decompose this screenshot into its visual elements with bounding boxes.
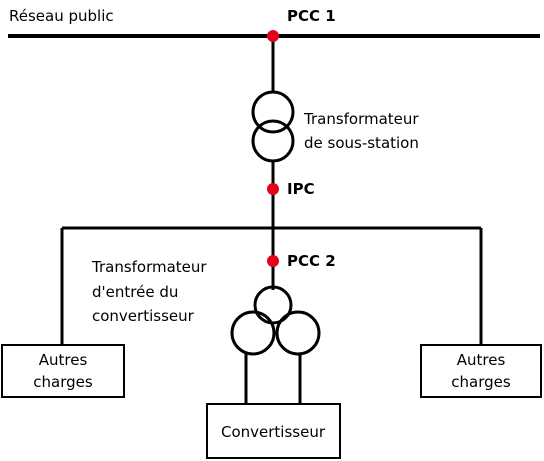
converter-label: Convertisseur (221, 423, 326, 441)
left-other-loads-label-line2: charges (33, 373, 93, 391)
pcc1-point (267, 30, 279, 42)
pcc1-label: PCC 1 (287, 7, 336, 25)
ipc-point (267, 183, 279, 195)
ipc-label: IPC (287, 180, 315, 198)
converter-transformer-secondary-coil-right (275, 310, 321, 356)
converter-transformer-symbol (230, 285, 321, 356)
substation-transformer-primary-coil (251, 90, 295, 134)
left-other-loads-label-line1: Autres (39, 351, 88, 369)
converter-transformer-label-line2: d'entrée du (92, 283, 178, 301)
converter-transformer-label-line1: Transformateur (91, 258, 207, 276)
converter-transformer-secondary-coil-left (230, 310, 276, 356)
converter-box (206, 403, 341, 459)
public-grid-label: Réseau public (9, 7, 114, 25)
right-other-loads-label-line2: charges (451, 373, 511, 391)
pcc2-label: PCC 2 (287, 252, 336, 270)
converter-transformer-label-line3: convertisseur (92, 307, 195, 325)
substation-transformer-label-line1: Transformateur (303, 110, 419, 128)
right-other-loads-box (420, 344, 542, 398)
left-other-loads-box (1, 344, 125, 398)
right-other-loads-label-line1: Autres (457, 351, 506, 369)
substation-transformer-secondary-coil (251, 119, 295, 163)
substation-transformer-label-line2: de sous-station (304, 134, 419, 152)
pcc2-point (267, 255, 279, 267)
substation-transformer-symbol (251, 90, 295, 163)
